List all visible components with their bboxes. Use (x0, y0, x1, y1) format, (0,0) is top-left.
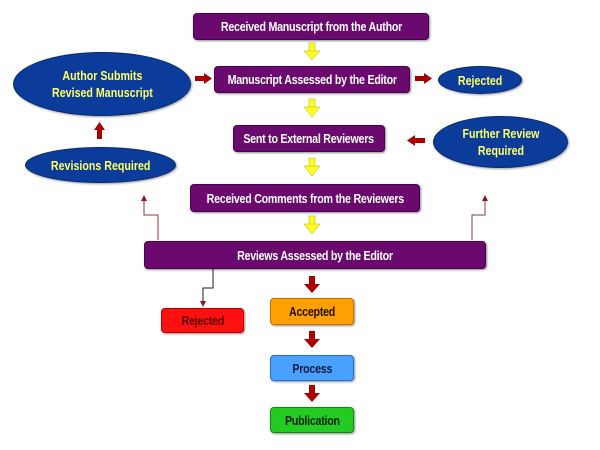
red-arrow-reviews-to-accepted (304, 276, 320, 293)
red-arrow-revisions-to-author (94, 122, 105, 139)
connector-reviews-to-further-review (471, 195, 488, 240)
step-publication-label: Publication (284, 412, 340, 428)
oval-further-review: Further Review Required (433, 116, 568, 168)
red-arrow-editor-to-rejected (415, 73, 432, 84)
oval-author-submits: Author Submits Revised Manuscript (13, 52, 191, 116)
red-arrow-accepted-to-process (304, 331, 320, 348)
step-received-comments-label: Received Comments from the Reviewers (206, 190, 404, 206)
step-manuscript-assessed-label: Manuscript Assessed by the Editor (227, 72, 397, 87)
oval-revisions-required-label: Revisions Required (50, 157, 151, 173)
oval-author-submits-line1: Author Submits (62, 68, 142, 83)
step-sent-to-reviewers-label: Sent to External Reviewers (243, 131, 375, 146)
yellow-arrow-3 (303, 157, 321, 177)
step-received-manuscript: Received Manuscript from the Author (193, 13, 429, 40)
red-arrow-author-to-editor (195, 73, 212, 84)
oval-further-review-line1: Further Review (461, 126, 540, 141)
oval-revisions-required: Revisions Required (25, 147, 176, 183)
oval-rejected-initial: Rejected (438, 66, 522, 94)
step-manuscript-assessed: Manuscript Assessed by the Editor (214, 66, 410, 93)
oval-rejected-initial-label: Rejected (457, 72, 503, 88)
outcome-rejected-label: Rejected (181, 313, 224, 328)
connector-reviews-to-revisions (141, 195, 159, 240)
outcome-accepted: Accepted (270, 298, 354, 325)
oval-further-review-line2: Required (477, 143, 524, 158)
yellow-arrow-4 (303, 215, 321, 235)
oval-author-submits-text: Author Submits Revised Manuscript (52, 67, 153, 101)
yellow-arrow-1 (303, 42, 321, 61)
oval-further-review-text: Further Review Required (462, 125, 539, 159)
outcome-accepted-label: Accepted (288, 304, 336, 319)
outcome-rejected: Rejected (161, 308, 244, 333)
step-reviews-assessed-label: Reviews Assessed by the Editor (237, 247, 393, 263)
step-publication: Publication (270, 407, 354, 433)
oval-author-submits-line2: Revised Manuscript (51, 85, 153, 100)
step-received-comments: Received Comments from the Reviewers (190, 184, 420, 212)
step-process: Process (270, 355, 354, 381)
step-sent-to-reviewers: Sent to External Reviewers (233, 125, 385, 152)
yellow-arrow-2 (303, 98, 321, 118)
step-received-manuscript-label: Received Manuscript from the Author (220, 19, 402, 34)
red-arrow-process-to-publication (304, 385, 320, 402)
step-reviews-assessed: Reviews Assessed by the Editor (144, 241, 486, 269)
connector-reviews-to-rejected (200, 269, 214, 307)
red-arrow-further-review-to-reviewers (407, 135, 425, 146)
step-process-label: Process (292, 360, 332, 376)
